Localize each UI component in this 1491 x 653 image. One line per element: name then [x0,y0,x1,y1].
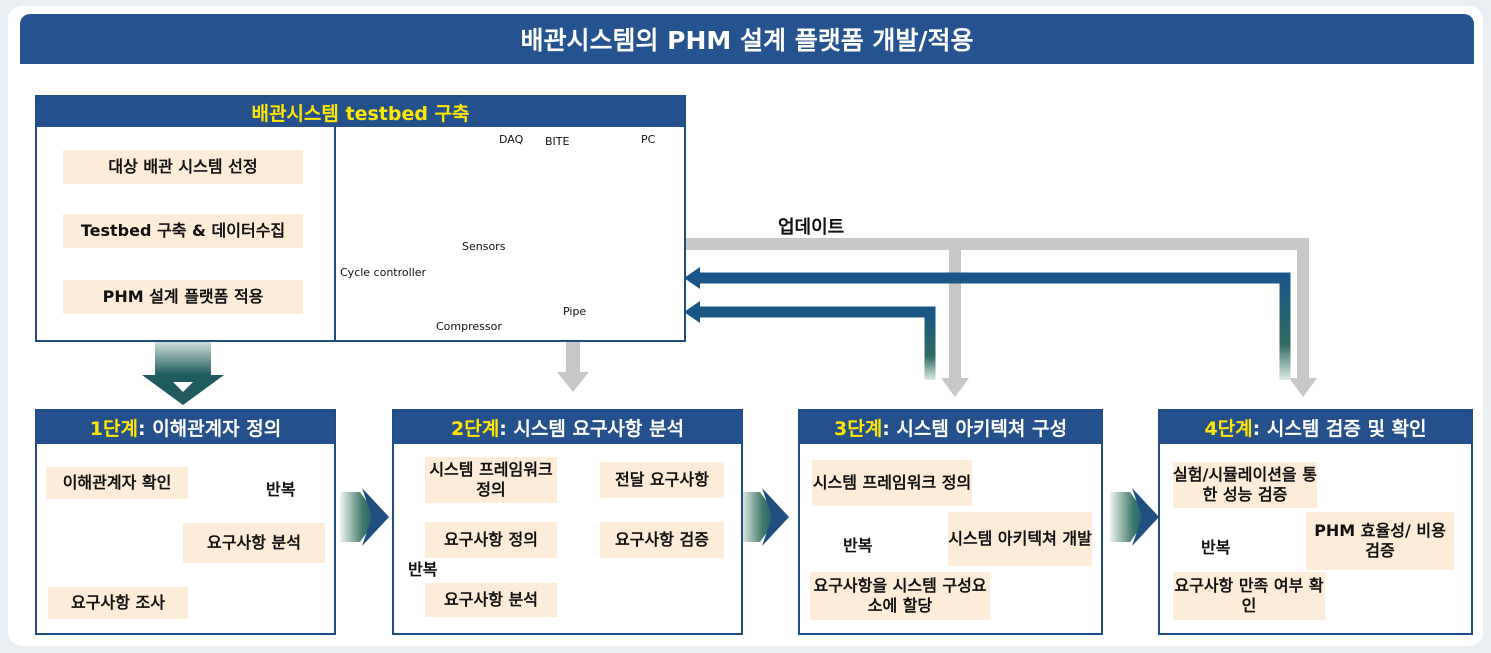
stage3-item-1: 시스템 프레임워크 정의 [812,460,972,506]
stage2-item-5: 요구사항 분석 [425,583,557,617]
testbed-title: 배관시스템 testbed 구축 [37,97,684,127]
label-daq: DAQ [499,133,524,146]
stage2-repeat: 반복 [408,560,438,579]
label-pc: PC [641,133,656,146]
stage-chevrons [340,488,1159,546]
stage4-repeat: 반복 [1201,538,1231,557]
update-label: 업데이트 [778,217,845,238]
stage3-item-3: 요구사항을 시스템 구성요소에 할당 [810,572,990,620]
stage2-title: 2단계: 시스템 요구사항 분석 [394,411,741,444]
stage1-item-1: 이해관계자 확인 [46,467,188,499]
stage2-item-3: 요구사항 정의 [425,522,557,558]
testbed-step-2: Testbed 구축 & 데이터수집 [63,214,303,248]
stage3-name: : 시스템 아키텍쳐 구성 [882,418,1067,440]
stage2-num: 2단계 [451,418,500,440]
stage3-title: 3단계: 시스템 아키텍쳐 구성 [800,411,1101,444]
label-pipe: Pipe [563,305,587,318]
stage2-item-1: 시스템 프레임워크 정의 [425,457,557,503]
stage2-item-2: 전달 요구사항 [600,462,724,498]
stage1-name: : 이해관계자 정의 [137,418,282,440]
stage4-num: 4단계 [1204,418,1253,440]
stage1-num: 1단계 [89,418,138,440]
feedback-arrows [684,267,1291,380]
page-title: 배관시스템의 PHM 설계 플랫폼 개발/적용 [20,14,1474,64]
stage1-repeat: 반복 [266,480,296,499]
stage1-item-2: 요구사항 분석 [183,523,325,563]
label-cycle-controller: Cycle controller [340,266,427,279]
update-feedback-lines [685,238,1309,380]
label-bite: BITE [545,135,570,148]
stage2-item-4: 요구사항 검증 [600,522,724,558]
stage4-item-3: 요구사항 만족 여부 확인 [1173,572,1325,620]
stage4-name: : 시스템 검증 및 확인 [1252,418,1427,440]
stage4-title: 4단계: 시스템 검증 및 확인 [1160,411,1471,444]
label-sensors: Sensors [462,240,506,253]
testbed-step-1: 대상 배관 시스템 선정 [63,150,303,184]
stage3-num: 3단계 [834,418,883,440]
stage1-item-3: 요구사항 조사 [48,587,188,619]
stage1-title: 1단계: 이해관계자 정의 [37,411,334,444]
stage3-item-2: 시스템 아키텍쳐 개발 [948,512,1092,566]
stage3-repeat: 반복 [843,536,873,555]
stage2-name: : 시스템 요구사항 분석 [499,418,684,440]
stage4-item-1: 실험/시뮬레이션을 통한 성능 검증 [1173,462,1317,508]
image-to-stage2-arrow [566,338,580,372]
testbed-to-stage1-arrow [142,340,224,405]
stage4-item-2: PHM 효율성/ 비용 검증 [1306,512,1454,570]
testbed-step-3: PHM 설계 플랫폼 적용 [63,280,303,314]
testbed-divider [334,127,336,340]
label-compressor: Compressor [436,320,502,333]
